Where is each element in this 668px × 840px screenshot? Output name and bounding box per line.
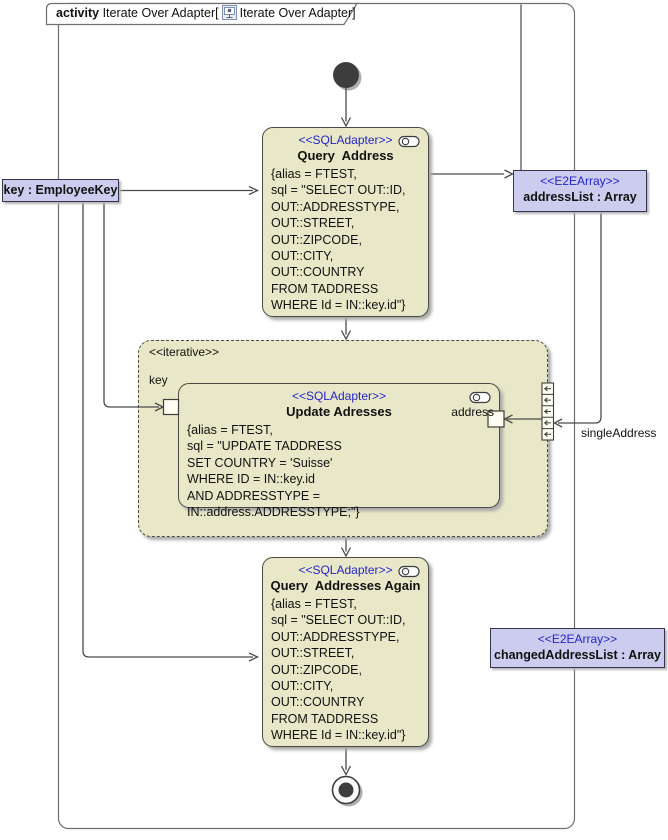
final-node[interactable] [331, 775, 361, 805]
edge-addresslist-to-expansion[interactable] [558, 212, 602, 424]
edge-key-to-update-pin[interactable] [103, 201, 138, 408]
action-body: {alias = FTEST, sql = "SELECT OUT::ID, O… [271, 597, 406, 743]
action-body: {alias = FTEST, sql = "SELECT OUT::ID, O… [271, 167, 406, 313]
frame-close-bracket: ] [352, 6, 356, 20]
param-stereotype: <<E2EArray>> [537, 632, 618, 646]
edge-label-singleaddress: singleAddress [581, 426, 657, 440]
frame-title-text: Iterate Over Adapter[ [99, 6, 219, 20]
pin-label-key: key [149, 373, 168, 387]
arrowhead-down [340, 547, 352, 558]
action-query-address[interactable]: <<SQLAdapter>> Query Address {alias = FT… [262, 127, 429, 317]
arrowhead-down [340, 765, 352, 776]
frame-keyword: activity [56, 6, 100, 20]
initial-node-shadow [335, 64, 362, 91]
arrowhead-down [340, 330, 352, 341]
frame-title: activity Iterate Over Adapter[ Iterate O… [46, 3, 358, 25]
final-node-dot [338, 782, 354, 798]
arrowhead-right [248, 652, 260, 662]
arrowhead-right [504, 169, 514, 179]
region-stereotype: <<iterative>> [149, 345, 220, 359]
param-node-addresslist[interactable]: <<E2EArray>> addressList : Array [513, 170, 647, 212]
param-stereotype: <<E2EArray>> [540, 174, 620, 188]
activity-diagram-icon [221, 5, 237, 27]
param-addresslist-label: addressList : Array [523, 190, 637, 204]
pin-label-address: address [451, 405, 494, 419]
adapter-icon [398, 135, 421, 153]
arrowhead-right [248, 185, 260, 196]
param-key-label: key : EmployeeKey [3, 183, 118, 197]
arrowhead-down [340, 117, 352, 128]
arrowhead-left [553, 418, 563, 428]
stereotype-label: <<SQLAdapter>> [291, 389, 387, 403]
param-node-changedaddresslist[interactable]: <<E2EArray>> changedAddressList : Array [490, 628, 665, 668]
final-node-shadow [334, 778, 363, 807]
action-update-addresses[interactable]: <<SQLAdapter>> Update Adresses {alias = … [178, 383, 500, 519]
adapter-icon [398, 565, 421, 583]
initial-node[interactable] [333, 62, 359, 88]
action-body: {alias = FTEST, sql = "UPDATE TADDRESS S… [187, 423, 360, 520]
action-query-addresses-again[interactable]: <<SQLAdapter>> Query Addresses Again {al… [262, 557, 429, 747]
param-changedaddresslist-label: changedAddressList : Array [494, 648, 661, 662]
param-node-key[interactable]: key : EmployeeKey [2, 179, 119, 202]
frame-diagram-ref: Iterate Over Adapter [239, 6, 353, 20]
